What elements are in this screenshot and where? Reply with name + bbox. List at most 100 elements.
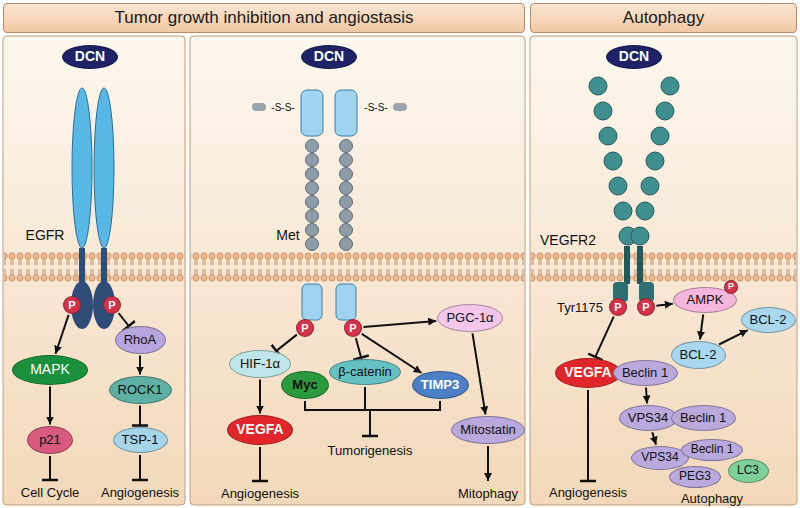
chain-bead bbox=[340, 168, 353, 181]
ig-domain bbox=[651, 127, 669, 145]
activation-connector bbox=[139, 356, 141, 375]
chain-bead bbox=[340, 238, 353, 251]
protein-oval: HIF-1α bbox=[229, 350, 291, 378]
protein-oval: Mitostatin bbox=[451, 416, 525, 444]
node-text: P bbox=[301, 322, 308, 334]
egfr-receptor bbox=[71, 88, 115, 329]
protein-oval: ROCK1 bbox=[109, 376, 172, 404]
chain-bead bbox=[306, 196, 319, 209]
node-text: Beclin 1 bbox=[691, 443, 734, 456]
phospho-site: P bbox=[724, 280, 738, 294]
chain-bead bbox=[306, 238, 319, 251]
activation-connector bbox=[652, 432, 656, 444]
phospho-site: P bbox=[296, 319, 314, 337]
activation-connector bbox=[56, 315, 69, 354]
outcome-label: Angiogenesis bbox=[221, 486, 299, 501]
node-text: DCN bbox=[314, 49, 344, 64]
node-text: LC3 bbox=[737, 464, 759, 477]
protein-oval: TIMP3 bbox=[412, 371, 469, 399]
activation-connector bbox=[473, 333, 486, 414]
phospho-site: P bbox=[344, 319, 362, 337]
ig-domain bbox=[631, 227, 649, 245]
protein-oval: PEG3 bbox=[669, 466, 721, 488]
transmembrane bbox=[79, 248, 85, 284]
ig-domain bbox=[641, 177, 659, 195]
node-text: PEG3 bbox=[679, 470, 711, 483]
node-text: P bbox=[728, 282, 734, 292]
protein-oval: BCL-2 bbox=[671, 341, 726, 369]
chain-bead bbox=[306, 210, 319, 223]
node-text: ROCK1 bbox=[118, 383, 163, 397]
panel bbox=[530, 36, 797, 505]
activation-connector bbox=[646, 388, 647, 404]
ig-domain bbox=[589, 77, 607, 95]
protein-oval: Beclin 1 bbox=[681, 439, 743, 461]
outcome-label: Met bbox=[276, 227, 299, 243]
disulfide-pill bbox=[393, 103, 407, 111]
bond-label: -S-S- bbox=[271, 102, 294, 113]
panel-header: Autophagy bbox=[530, 3, 797, 33]
inhibition-connector bbox=[119, 313, 129, 326]
protein-oval: Myc bbox=[281, 371, 329, 399]
protein-oval: BCL-2 bbox=[741, 307, 796, 333]
transmembrane bbox=[637, 246, 643, 284]
node-text: DCN bbox=[75, 49, 105, 64]
outcome-label: Tumorigenesis bbox=[328, 443, 413, 458]
node-text: AMPK bbox=[687, 293, 724, 307]
ig-domain bbox=[599, 127, 617, 145]
node-text: TSP-1 bbox=[122, 433, 159, 447]
node-text: VPS34 bbox=[641, 451, 678, 464]
protein-oval: VEGFA bbox=[555, 358, 621, 388]
inhibition-line bbox=[49, 456, 51, 480]
outcome-label: VEGFR2 bbox=[540, 232, 596, 248]
protein-oval: MAPK bbox=[12, 355, 88, 385]
inhibition-connector bbox=[139, 406, 141, 426]
chain-bead bbox=[340, 224, 353, 237]
node-text: p21 bbox=[39, 433, 61, 447]
inhibition-line bbox=[259, 447, 261, 481]
node-text: P bbox=[108, 299, 115, 311]
inhibition-connector bbox=[276, 335, 296, 351]
inhibition-line bbox=[587, 390, 589, 481]
chain-bead bbox=[306, 182, 319, 195]
phospho-site: P bbox=[63, 296, 81, 314]
node-text: PGC-1α bbox=[446, 311, 493, 325]
transmembrane bbox=[101, 248, 107, 284]
activation-connector bbox=[656, 304, 672, 306]
protein-oval: Beclin 1 bbox=[613, 360, 678, 386]
node-text: BCL-2 bbox=[750, 313, 787, 327]
node-text: VPS34 bbox=[628, 411, 668, 425]
chain-bead bbox=[306, 168, 319, 181]
chain-bead bbox=[340, 154, 353, 167]
phospho-site: P bbox=[609, 298, 627, 316]
outcome-label: Mitophagy bbox=[458, 486, 518, 501]
chain-bead bbox=[340, 196, 353, 209]
outcome-label: Tyr1175 bbox=[557, 300, 603, 315]
vegfr2-receptor bbox=[589, 77, 679, 302]
kinase-domain bbox=[336, 284, 356, 320]
ig-domain bbox=[594, 102, 612, 120]
outcome-label: Angiogenesis bbox=[101, 485, 179, 500]
activation-connector bbox=[259, 380, 261, 414]
node-text: VEGFA bbox=[236, 422, 283, 437]
sema-domain bbox=[335, 90, 357, 136]
activation-connector bbox=[49, 387, 51, 425]
protein-oval: VEGFA bbox=[227, 415, 293, 445]
node-text: DCN bbox=[619, 49, 649, 64]
chain-bead bbox=[306, 140, 319, 153]
protein-oval: β-catenin bbox=[329, 359, 401, 385]
outcome-label: Cell Cycle bbox=[21, 485, 80, 500]
activation-connector bbox=[700, 315, 703, 340]
protein-oval: RhoA bbox=[115, 326, 166, 354]
panel bbox=[190, 36, 525, 505]
receptor-domain bbox=[94, 88, 114, 248]
membrane bbox=[531, 252, 796, 282]
ig-domain bbox=[646, 152, 664, 170]
chain-bead bbox=[340, 210, 353, 223]
ligand: DCN bbox=[301, 45, 357, 69]
node-text: P bbox=[68, 299, 75, 311]
node-text: MAPK bbox=[30, 362, 70, 377]
transmembrane bbox=[624, 246, 630, 284]
ig-domain bbox=[614, 202, 632, 220]
